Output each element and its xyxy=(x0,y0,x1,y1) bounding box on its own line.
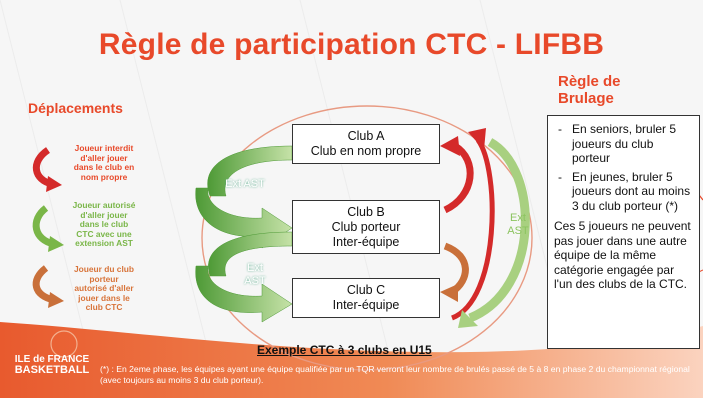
legend-red-arrow-icon xyxy=(33,147,62,192)
ext-ast-arrow-b-to-c xyxy=(195,231,293,323)
legend-item-forbidden: Joueur interdit d'aller jouer dans le cl… xyxy=(73,143,135,182)
club-a-box: Club A Club en nom propre xyxy=(292,124,440,164)
ext-ast-label-right-1: Ext xyxy=(510,212,526,224)
basketball-icon xyxy=(50,330,78,358)
logo-line-1: ILE de FRANCE xyxy=(14,354,90,365)
orange-arrow-b-to-c xyxy=(440,242,469,302)
deplacements-heading: Déplacements xyxy=(28,100,123,116)
lifbb-logo: ILE de FRANCE BASKETBALL xyxy=(8,354,96,376)
brulage-rule-jeunes: En jeunes, bruler 5 joueurs dont au moin… xyxy=(558,170,693,214)
club-c-role: Inter-équipe xyxy=(332,298,400,312)
ext-ast-label-right-2: AST xyxy=(507,225,529,237)
footnote: (*) : En 2eme phase, les équipes ayant u… xyxy=(100,364,690,385)
green-arrow-right xyxy=(458,138,530,328)
legend-item-porteur: Joueur du club porteur autorisé d'aller … xyxy=(73,264,135,313)
brulage-heading-1: Règle de xyxy=(558,73,621,90)
legend-orange-arrow-icon xyxy=(32,265,64,308)
ext-ast-label-top: Ext AST xyxy=(225,178,265,190)
club-b-role: Club porteur xyxy=(331,220,401,234)
club-c-box: Club C Inter-équipe xyxy=(292,278,440,318)
legend-item-ast: Joueur autorisé d'aller jouer dans le cl… xyxy=(72,200,136,249)
logo-line-2: BASKETBALL xyxy=(14,364,90,376)
legend-green-arrow-icon xyxy=(32,205,64,252)
club-a-name: Club A xyxy=(347,129,385,143)
ext-ast-label-bottom-2: AST xyxy=(244,275,266,287)
club-c-name: Club C xyxy=(346,283,386,297)
brulage-rules-list: En seniors, bruler 5 joueurs du club por… xyxy=(554,122,693,213)
page-title: Règle de participation CTC - LIFBB xyxy=(98,28,605,61)
brulage-heading-2: Brulage xyxy=(558,90,614,107)
red-arrow-c-to-a xyxy=(450,128,495,321)
club-b-role-2: Inter-équipe xyxy=(332,235,400,249)
brulage-rules-box: En seniors, bruler 5 joueurs du club por… xyxy=(547,115,700,349)
brulage-paragraph: Ces 5 joueurs ne peuvent pas jouer dans … xyxy=(554,219,691,291)
club-b-box: Club B Club porteur Inter-équipe xyxy=(292,200,440,254)
red-arrow-b-to-a xyxy=(440,136,474,214)
example-caption: Exemple CTC à 3 clubs en U15 xyxy=(257,343,432,357)
club-a-role: Club en nom propre xyxy=(310,144,422,158)
ext-ast-label-bottom-1: Ext xyxy=(247,262,263,274)
brulage-rule-seniors: En seniors, bruler 5 joueurs du club por… xyxy=(558,122,693,166)
ctc-circle xyxy=(201,105,533,371)
club-b-name: Club B xyxy=(347,205,385,219)
